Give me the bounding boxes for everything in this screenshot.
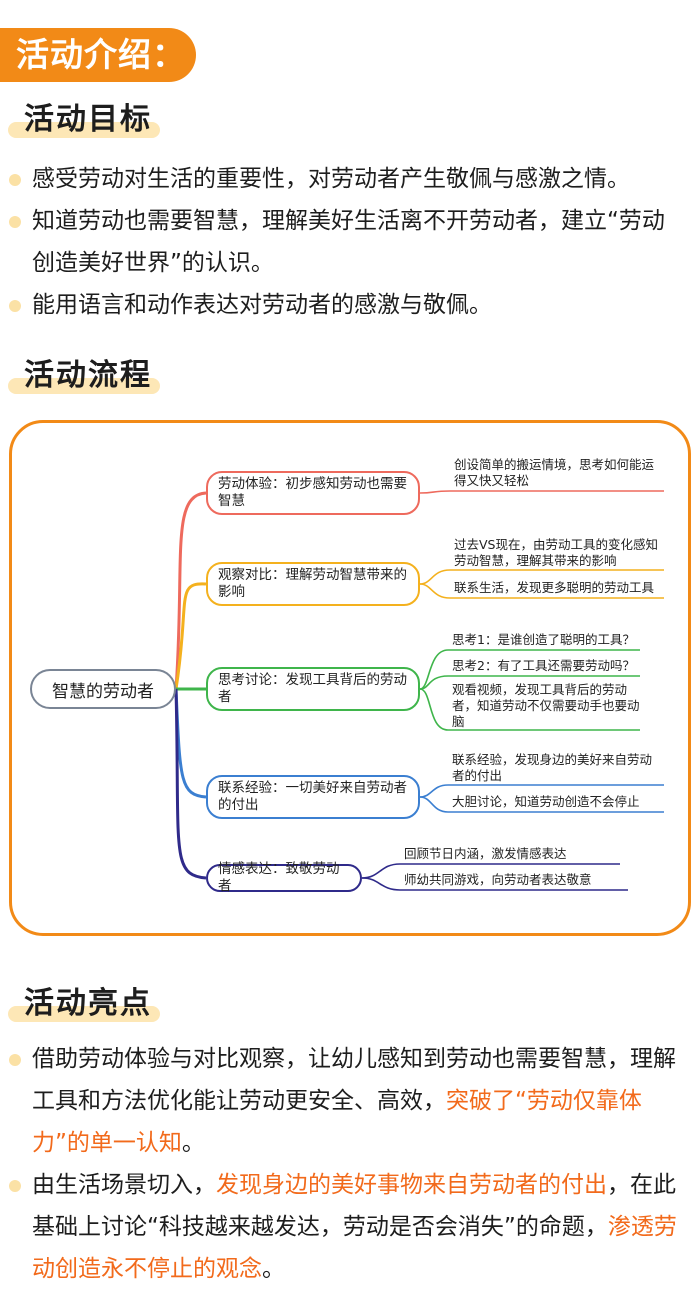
highlights-list: 借助劳动体验与对比观察，让幼儿感知到劳动也需要智慧，理解工具和方法优化能让劳动更… [0,1038,700,1290]
list-item: 感受劳动对生活的重要性，对劳动者产生敬佩与感激之情。 [0,158,700,200]
mindmap-branch-4: 联系经验：一切美好来自劳动者的付出 [206,775,420,819]
mindmap-branch-2: 观察对比：理解劳动智慧带来的影响 [206,562,420,606]
mindmap-branch-1: 劳动体验：初步感知劳动也需要智慧 [206,471,420,515]
branch-label: 联系经验：一切美好来自劳动者的付出 [218,780,407,813]
highlights-heading: 活动亮点 [8,984,160,1024]
goals-heading-text: 活动目标 [24,102,152,137]
highlight-text: 。 [262,1256,285,1282]
highlight-text: 。 [181,1130,205,1156]
mindmap-root: 智慧的劳动者 [30,669,176,709]
list-item-text: 感受劳动对生活的重要性，对劳动者产生敬佩与感激之情。 [32,166,630,192]
heading-highlight [8,378,160,394]
highlight-text: ，在此基础上讨论“科技越来越发达，劳动是否会消失”的命题， [32,1172,676,1240]
mindmap-leaf: 创设简单的搬运情境，思考如何能运得又快又轻松 [454,457,655,488]
mindmap-leaf: 观看视频，发现工具背后的劳动者，知道劳动不仅需要动手也要动脑 [452,682,640,729]
process-heading: 活动流程 [8,356,160,396]
heading-highlight [8,1006,160,1022]
highlights-heading-text: 活动亮点 [24,986,152,1021]
list-item: 由生活场景切入，发现身边的美好事物来自劳动者的付出，在此基础上讨论“科技越来越发… [0,1164,700,1290]
banner-title: 活动介绍： [16,35,186,74]
mindmap-leaf: 联系经验，发现身边的美好来自劳动者的付出 [452,752,653,783]
bullet-dot [9,1054,21,1066]
highlight-emphasis: 渗透劳动创造永不停止的观念 [32,1214,677,1282]
goals-heading: 活动目标 [8,100,160,140]
mindmap-leaf: 过去VS现在，由劳动工具的变化感知劳动智慧，理解其带来的影响 [454,537,658,568]
list-item: 能用语言和动作表达对劳动者的感激与敬佩。 [0,284,700,326]
mindmap-leaf: 联系生活，发现更多聪明的劳动工具 [454,580,655,595]
highlight-text: 由生活场景切入， [32,1172,216,1198]
list-item: 借助劳动体验与对比观察，让幼儿感知到劳动也需要智慧，理解工具和方法优化能让劳动更… [0,1038,700,1164]
section-banner: 活动介绍： [0,28,196,82]
list-item: 知道劳动也需要智慧，理解美好生活离不开劳动者，建立“劳动创造美好世界”的认识。 [0,200,700,284]
bullet-dot [9,216,21,228]
highlight-text: 借助劳动体验与对比观察，让幼儿感知到劳动也需要智慧，理解工具和方法优化能让劳动更… [32,1046,676,1114]
highlight-emphasis: 突破了“劳动仅靠体力”的单一认知 [32,1088,642,1156]
branch-label: 劳动体验：初步感知劳动也需要智慧 [218,476,407,509]
process-heading-text: 活动流程 [24,358,152,393]
list-item-text: 能用语言和动作表达对劳动者的感激与敬佩。 [32,292,492,318]
bullet-dot [9,300,21,312]
mindmap-leaf: 师幼共同游戏，向劳动者表达敬意 [404,872,592,887]
branch-label: 思考讨论：发现工具背后的劳动者 [218,672,407,705]
mindmap-branch-3: 思考讨论：发现工具背后的劳动者 [206,667,420,711]
goals-list: 感受劳动对生活的重要性，对劳动者产生敬佩与感激之情。 知道劳动也需要智慧，理解美… [0,158,700,326]
branch-label: 情感表达：致敬劳动者 [218,861,340,894]
bullet-dot [9,174,21,186]
mindmap-branch-5: 情感表达：致敬劳动者 [206,861,362,894]
list-item-text: 知道劳动也需要智慧，理解美好生活离不开劳动者，建立“劳动创造美好世界”的认识。 [32,208,665,276]
branch-label: 观察对比：理解劳动智慧带来的影响 [218,567,407,600]
mindmap-leaf: 回顾节日内涵，激发情感表达 [404,846,567,861]
highlight-emphasis: 发现身边的美好事物来自劳动者的付出 [216,1172,607,1198]
heading-highlight [8,122,160,138]
bullet-dot [9,1180,21,1192]
mindmap-leaf: 大胆讨论，知道劳动创造不会停止 [452,794,640,809]
mindmap-leaf: 思考1：是谁创造了聪明的工具？ [452,632,635,647]
mindmap-leaf: 思考2：有了工具还需要劳动吗？ [452,658,635,673]
